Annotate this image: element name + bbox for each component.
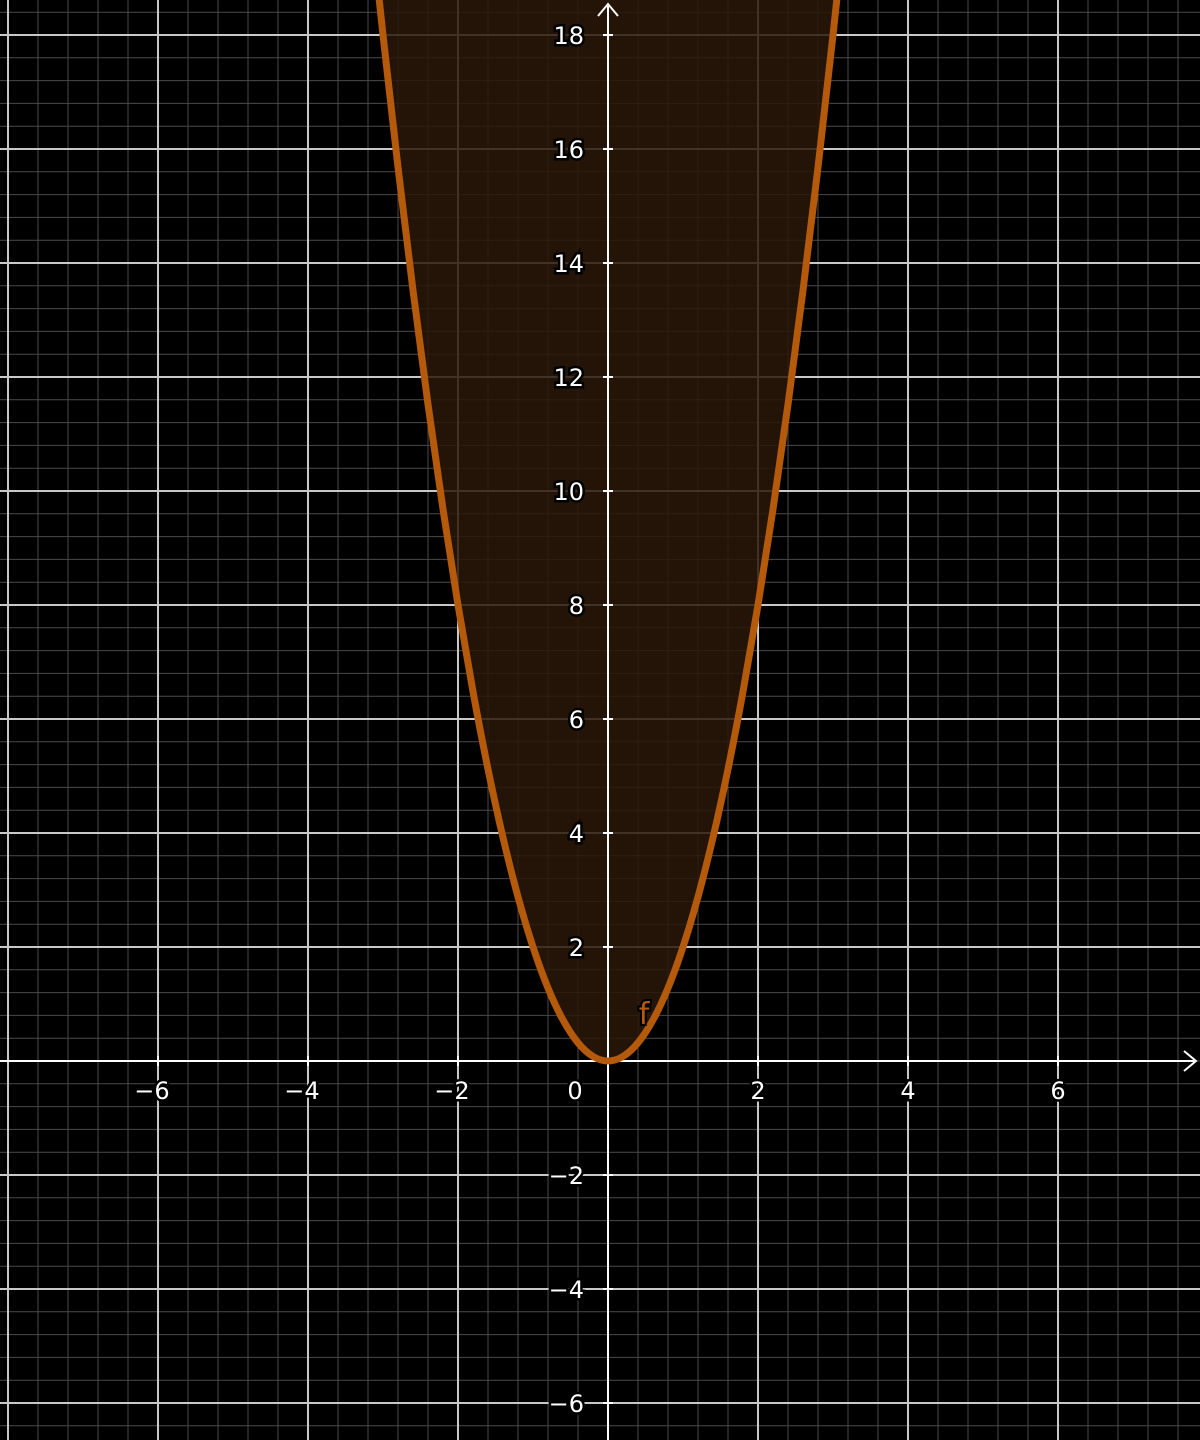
y-tick-label: 12 bbox=[553, 364, 584, 392]
curve-layer bbox=[368, 0, 848, 1065]
y-tick-label: −2 bbox=[549, 1162, 584, 1190]
origin-label: 0 bbox=[567, 1077, 582, 1105]
x-tick-label: −6 bbox=[134, 1077, 169, 1105]
curve-name-label: f bbox=[639, 997, 651, 1032]
y-tick-label: −4 bbox=[549, 1276, 584, 1304]
y-tick-label: 14 bbox=[553, 250, 584, 278]
series-f-line[interactable] bbox=[368, 0, 848, 1065]
y-tick-label: 16 bbox=[553, 136, 584, 164]
x-tick-labels: −6 −4 −2 2 4 6 bbox=[132, 1075, 1068, 1108]
x-tick-label: −4 bbox=[284, 1077, 319, 1105]
y-tick-label: 8 bbox=[569, 592, 584, 620]
y-tick-label: 18 bbox=[553, 22, 584, 50]
x-tick-label: 2 bbox=[750, 1077, 765, 1105]
y-tick-labels: −6 −4 −2 2 4 6 8 10 12 14 16 18 bbox=[546, 20, 586, 1421]
x-tick-label: 4 bbox=[900, 1077, 915, 1105]
y-tick-label: 2 bbox=[569, 934, 584, 962]
annotation-layer: f bbox=[637, 995, 653, 1034]
y-tick-label: 6 bbox=[569, 706, 584, 734]
y-axis-arrow bbox=[597, 2, 619, 17]
y-tick-label: 10 bbox=[553, 478, 584, 506]
y-tick-label: −6 bbox=[549, 1390, 584, 1418]
x-axis-arrow bbox=[1183, 1050, 1198, 1072]
y-tick-label: 4 bbox=[569, 820, 584, 848]
x-tick-label: 6 bbox=[1050, 1077, 1065, 1105]
x-tick-label: −2 bbox=[434, 1077, 469, 1105]
